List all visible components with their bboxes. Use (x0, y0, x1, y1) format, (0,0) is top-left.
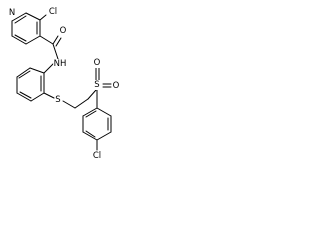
pyridine-ring (11, 12, 41, 45)
atom-sulfonyl-o-right: O (112, 81, 120, 91)
amide-group (39, 35, 62, 60)
atom-pyridine-n: N (8, 8, 16, 18)
bond-layer (11, 12, 112, 151)
structure-diagram: N Cl O NH S S O O Cl (0, 0, 126, 175)
phenyl-ring (16, 67, 45, 102)
bond-phenyl-s (43, 92, 55, 99)
chlorophenyl-ring (82, 107, 112, 141)
atom-amide-nh: NH (53, 59, 67, 69)
atom-sulfonyl-s: S (93, 80, 101, 90)
atom-carbonyl-o: O (59, 26, 67, 36)
atom-thioether-s: S (54, 95, 62, 105)
bond-c-cl-top (39, 14, 47, 21)
atom-chloro-bottom: Cl (92, 151, 102, 161)
sulfonyl-oxygens (95, 67, 112, 88)
ethyl-linker (62, 89, 97, 109)
atom-chloro-top: Cl (48, 7, 58, 17)
atom-sulfonyl-o-left: O (93, 58, 101, 68)
